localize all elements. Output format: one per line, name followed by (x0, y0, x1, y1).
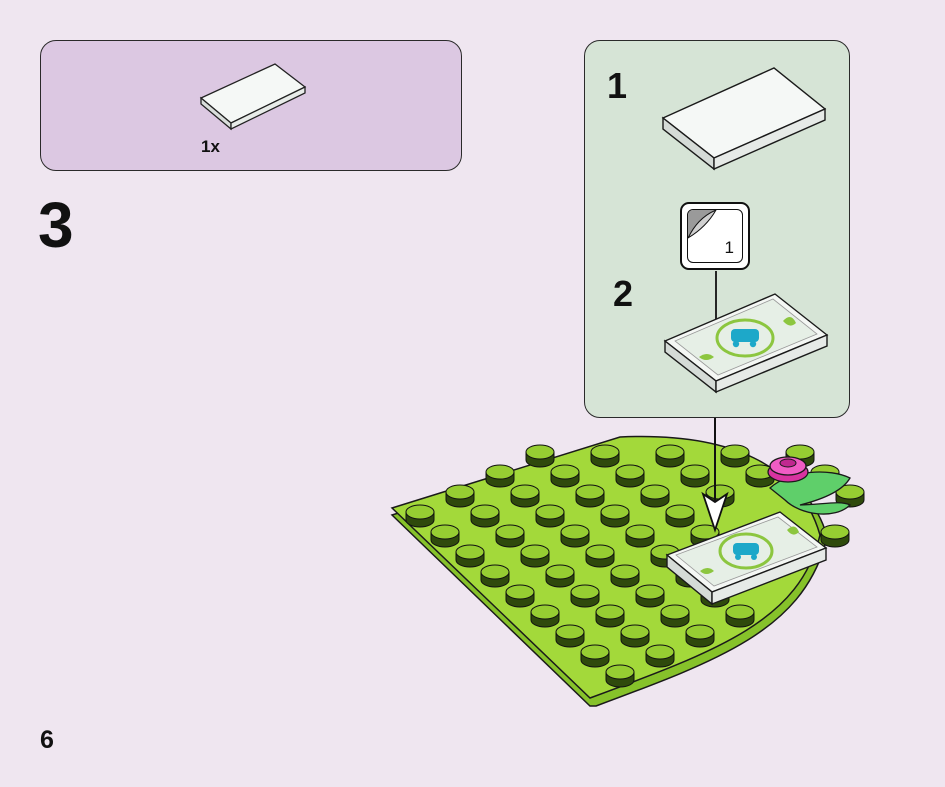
parts-list-box: 1x (40, 40, 462, 171)
baseplate-stud (835, 484, 865, 508)
baseplate-stud (600, 504, 630, 528)
sticker-reference-tag: 1 (680, 202, 750, 270)
baseplate-stud (615, 464, 645, 488)
sticker-tile (663, 293, 829, 394)
baseplate-stud (625, 524, 655, 548)
baseplate-stud (820, 524, 850, 548)
baseplate-stud (595, 604, 625, 628)
baseplate-stud (505, 584, 535, 608)
baseplate-stud (470, 504, 500, 528)
white-tile-part-icon (199, 63, 307, 131)
baseplate-stud (560, 524, 590, 548)
baseplate-stud (530, 604, 560, 628)
baseplate-stud (635, 584, 665, 608)
baseplate-stud (545, 564, 575, 588)
baseplate-stud (430, 524, 460, 548)
baseplate-stud (680, 464, 710, 488)
sub-assembly-callout: 1 2 (584, 40, 850, 418)
baseplate-stud (495, 524, 525, 548)
baseplate-stud (745, 464, 775, 488)
parts-count: 1x (201, 137, 220, 156)
baseplate-stud (575, 484, 605, 508)
peel-corner-icon (688, 210, 717, 239)
baseplate-stud (485, 464, 515, 488)
blank-tile (661, 67, 827, 171)
baseplate-stud (550, 464, 580, 488)
baseplate-stud (685, 624, 715, 648)
baseplate-stud (610, 564, 640, 588)
baseplate-stud (535, 504, 565, 528)
page-number: 6 (40, 726, 54, 754)
baseplate-stud (520, 544, 550, 568)
baseplate-stud (725, 604, 755, 628)
baseplate-stud (665, 504, 695, 528)
baseplate-stud (590, 444, 620, 468)
pink-flower (767, 456, 852, 515)
baseplate-stud (405, 504, 435, 528)
callout-illustration (661, 67, 829, 394)
baseplate-stud (555, 624, 585, 648)
baseplate-stud (640, 484, 670, 508)
baseplate-stud (605, 664, 635, 688)
baseplate-stud (480, 564, 510, 588)
baseplate-stud (570, 584, 600, 608)
baseplate-stud (455, 544, 485, 568)
placed-sticker-tile (665, 511, 828, 606)
baseplate-stud (580, 644, 610, 668)
baseplate-stud (720, 444, 750, 468)
sticker-sheet-icon: 1 (687, 209, 743, 263)
baseplate-stud (660, 604, 690, 628)
sticker-number: 1 (724, 238, 734, 257)
step-number: 3 (38, 189, 74, 261)
baseplate-stud (655, 444, 685, 468)
baseplate-stud (445, 484, 475, 508)
substep-2-number: 2 (613, 273, 634, 314)
baseplate-stud (645, 644, 675, 668)
baseplate-stud (585, 544, 615, 568)
baseplate-stud (510, 484, 540, 508)
placement-arrow (701, 418, 729, 533)
baseplate-stud (525, 444, 555, 468)
substep-1-number: 1 (607, 65, 628, 106)
baseplate-stud (620, 624, 650, 648)
